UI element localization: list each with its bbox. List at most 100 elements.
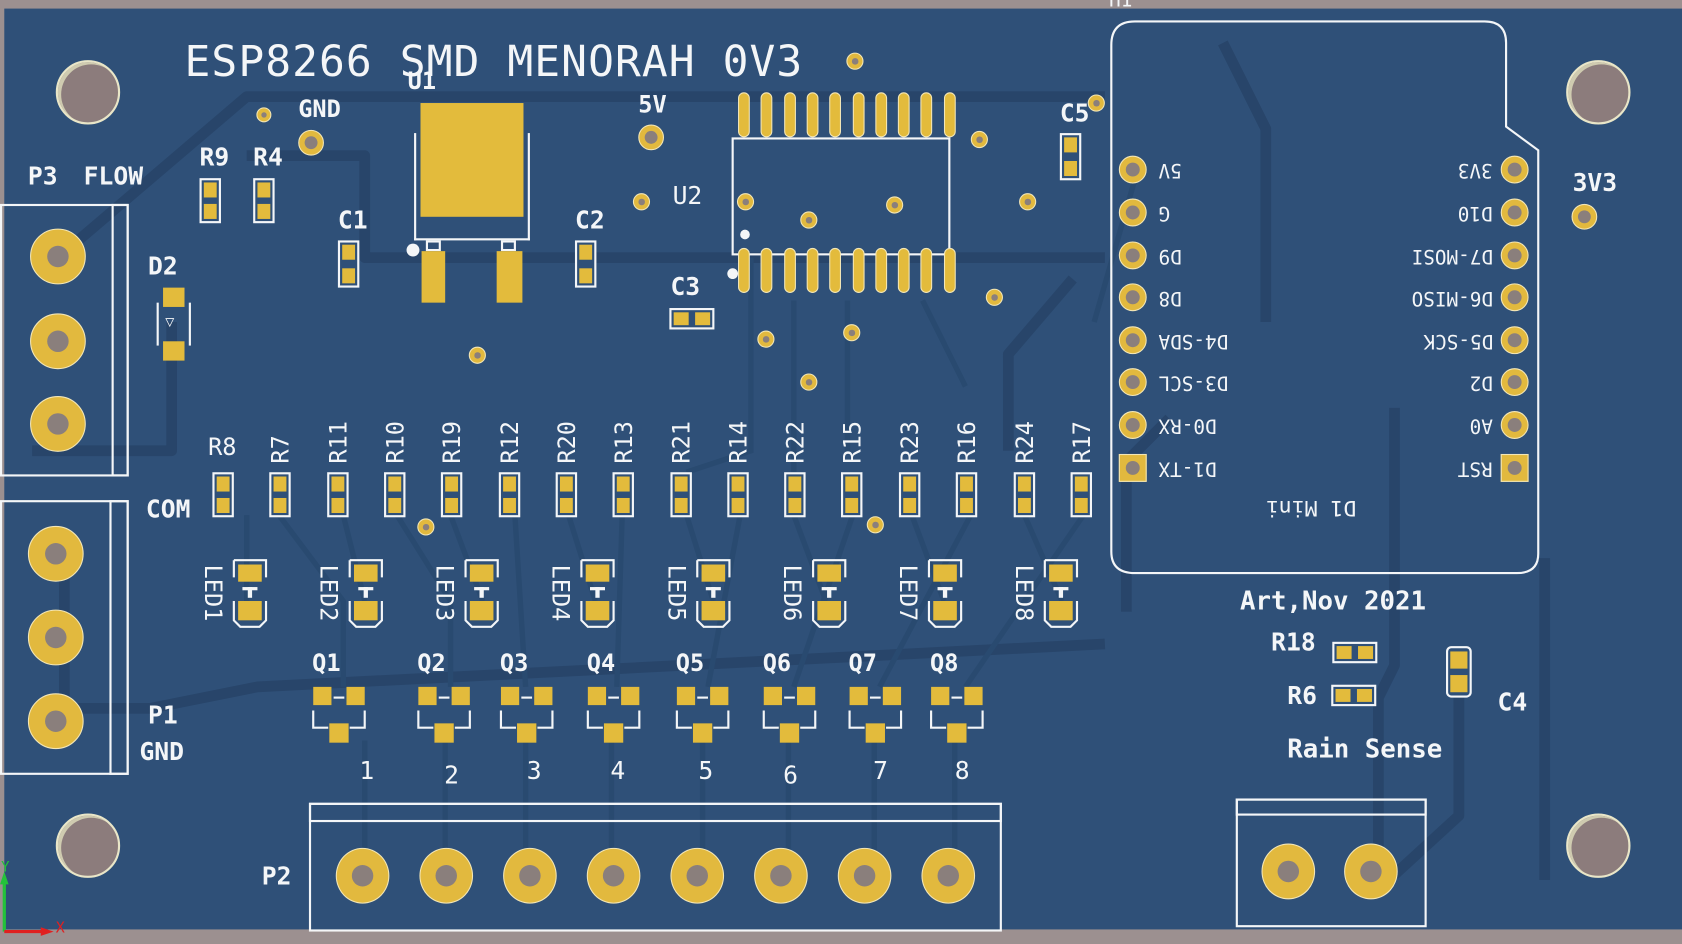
- resistor-pad-2: [273, 497, 287, 514]
- p3-pin-2: [30, 313, 86, 370]
- resistor-pad-2: [616, 497, 630, 514]
- drill-hole: [1507, 418, 1522, 432]
- led: [811, 558, 847, 628]
- transistor: [929, 685, 985, 745]
- sot23-footprint: [312, 686, 366, 743]
- p2-pin: [586, 847, 641, 904]
- gnd-bottom-label: GND: [139, 738, 185, 767]
- u2-pin: [783, 247, 796, 293]
- resistor-pad-2: [788, 497, 802, 514]
- via: [800, 373, 818, 391]
- sot23-footprint: [675, 686, 730, 743]
- d1-mini-pin-label: D8: [1158, 286, 1182, 310]
- drill-hole: [1507, 248, 1522, 263]
- rain-sense-pin-1: [1261, 843, 1316, 900]
- resistor-pad-1: [674, 476, 688, 492]
- u2-pin: [897, 92, 910, 138]
- led: [927, 558, 963, 628]
- p3-connector-tab: [111, 203, 129, 477]
- output-number: 1: [359, 757, 375, 786]
- u2-pin: [760, 247, 773, 293]
- transistor-label: Q5: [675, 650, 705, 678]
- d1-mini-pin-label: D0-RX: [1158, 414, 1217, 437]
- resistor: [898, 472, 921, 518]
- p2-pin: [335, 847, 390, 904]
- p2-pin: [837, 847, 892, 904]
- resistor-pad-1: [845, 476, 859, 492]
- transistor: [416, 685, 472, 745]
- transistor: [499, 685, 555, 745]
- resistor-pad-1: [503, 476, 516, 492]
- led: [1043, 558, 1079, 628]
- led-outline: [348, 559, 383, 628]
- c4-pad-2: [1450, 675, 1468, 693]
- u1-lead: [425, 240, 441, 252]
- led-outline: [1043, 559, 1079, 628]
- transistor: [847, 685, 903, 745]
- via: [866, 516, 884, 534]
- p1-label: P1: [148, 701, 178, 730]
- credit-text: Art,Nov 2021: [1240, 585, 1427, 617]
- resistor-pad-2: [559, 497, 573, 514]
- d1-mini-pin: [1500, 198, 1529, 227]
- resistor: [327, 472, 349, 518]
- d2-pad-1: [163, 287, 185, 307]
- com-label: COM: [145, 495, 191, 524]
- r6-label: R6: [1287, 682, 1317, 711]
- resistor-pad-2: [960, 497, 973, 514]
- c1-label: C1: [337, 207, 368, 236]
- u2-pin: [943, 92, 956, 138]
- c3-label: C3: [670, 273, 701, 302]
- c2-capacitor: [574, 240, 597, 288]
- drill-hole: [519, 865, 541, 887]
- sot23-footprint: [586, 686, 641, 743]
- led-outline: [580, 559, 615, 628]
- resistor-pad-2: [216, 497, 230, 514]
- d1-mini-pin: [1118, 241, 1147, 270]
- via: [800, 211, 818, 229]
- drill-hole: [1507, 375, 1522, 390]
- mounting-hole-top-left: [55, 60, 121, 125]
- c2-label: C2: [574, 207, 605, 236]
- output-number: 5: [698, 757, 714, 786]
- 3v3-label: 3V3: [1572, 169, 1618, 198]
- resistor: [555, 472, 578, 518]
- u1-outline: [414, 133, 530, 241]
- via: [846, 52, 864, 70]
- transistor: [586, 685, 642, 745]
- c4-label: C4: [1497, 689, 1528, 717]
- mounting-hole-bottom-right: [1566, 813, 1631, 878]
- resistor: [212, 472, 234, 518]
- led: [579, 558, 615, 628]
- d1-mini-name: D1 Mini: [1265, 495, 1357, 522]
- resistor-pad-2: [1017, 497, 1031, 514]
- led: [695, 558, 731, 628]
- d1-mini-pin: [1118, 198, 1147, 227]
- rain-sense-connector-tab: [1235, 798, 1427, 816]
- drill-hole: [1125, 460, 1140, 475]
- drill-hole: [1507, 333, 1522, 348]
- led: [463, 558, 499, 628]
- p2-label: P2: [261, 862, 292, 891]
- resistor-pad-2: [903, 497, 917, 514]
- drill-hole: [937, 865, 959, 887]
- diode-symbol-icon: ▽: [165, 313, 175, 331]
- d1-mini-pin: [1500, 411, 1529, 439]
- resistor: [955, 472, 978, 518]
- p3-pin-1: [30, 228, 86, 285]
- d1-mini-pin-label: 3V3: [1458, 158, 1494, 182]
- resistor: [840, 472, 863, 518]
- output-number: 4: [610, 757, 626, 786]
- d2-pad-2: [163, 341, 185, 361]
- d1-mini-pin: [1500, 368, 1529, 397]
- d1-mini-pin-label: D2: [1469, 371, 1494, 394]
- resistor-pad-2: [445, 497, 459, 514]
- sot23-footprint: [848, 686, 903, 743]
- resistor-pad-2: [731, 497, 745, 514]
- 3v3-test-point: [1571, 203, 1598, 230]
- via: [468, 346, 486, 364]
- led-outline: [927, 559, 963, 628]
- led-outline: [232, 559, 268, 628]
- via: [985, 288, 1003, 306]
